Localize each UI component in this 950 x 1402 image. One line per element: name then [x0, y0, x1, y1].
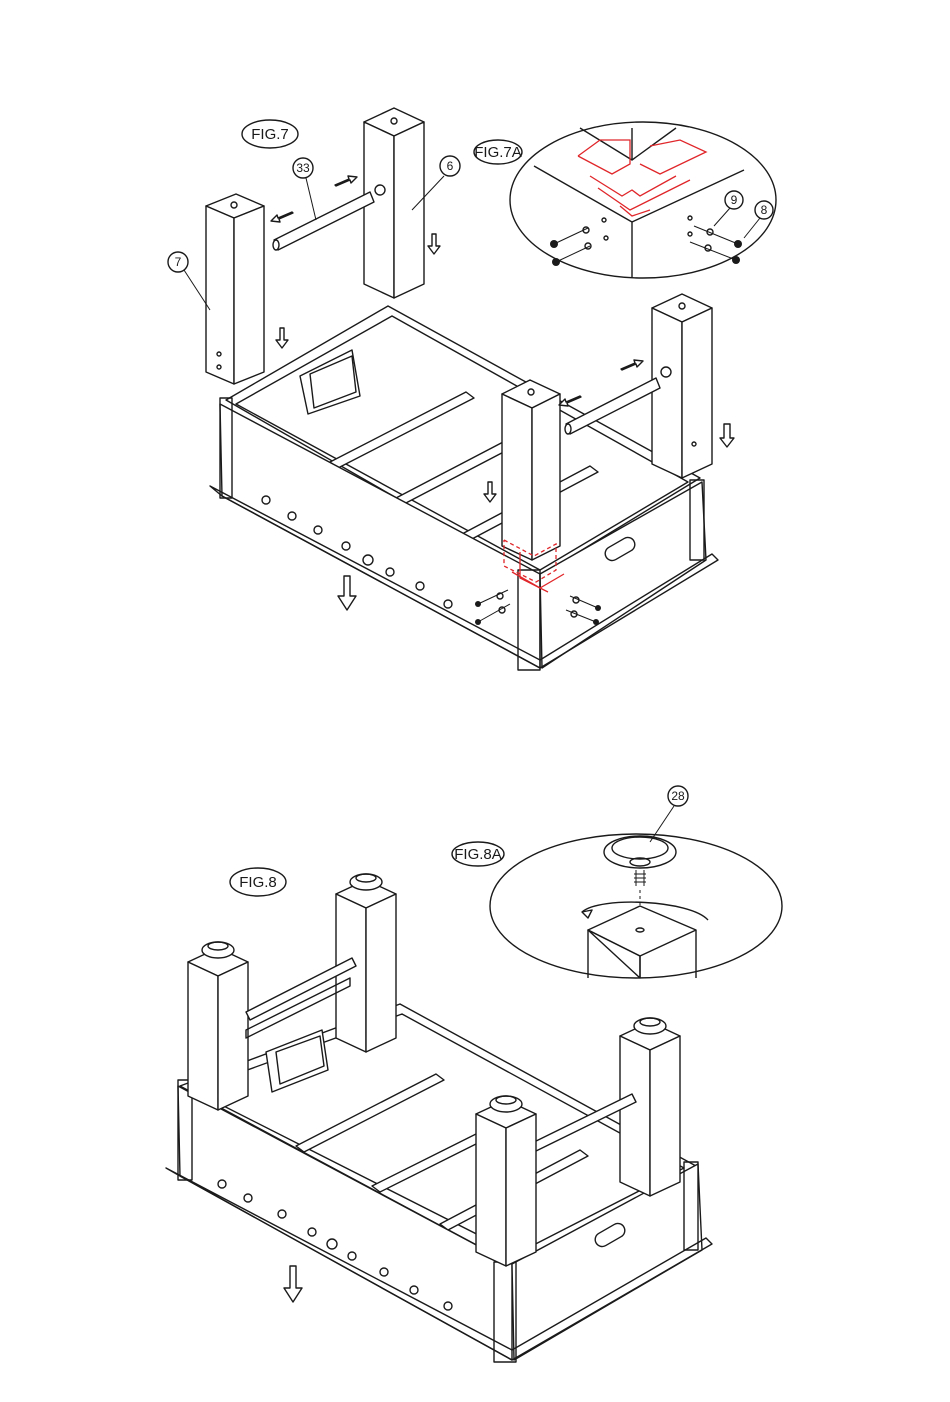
callout-33-label: 33 [296, 161, 310, 175]
callout-28-label: 28 [671, 789, 685, 803]
callout-9-label: 9 [731, 193, 738, 207]
callout-7: 7 [168, 252, 210, 310]
fig7-label: FIG.7 [251, 126, 289, 143]
callout-33: 33 [293, 158, 316, 220]
fig8a-group: FIG.8A 28 [452, 786, 782, 978]
fig8-arrow [284, 1266, 302, 1302]
callout-6-label: 6 [447, 159, 454, 173]
leg-7 [206, 194, 264, 384]
leg-right-back [652, 294, 712, 478]
leg8-right [620, 1018, 680, 1196]
fig8-label: FIG.8 [239, 874, 277, 891]
leg8-front [476, 1096, 536, 1266]
fig7a-label: FIG.7A [474, 144, 522, 161]
callout-9: 9 [714, 191, 743, 226]
fig7a-bracket-highlight [578, 140, 706, 216]
leg8-left [188, 942, 248, 1110]
fig8a-label: FIG.8A [454, 846, 502, 863]
callout-8-label: 8 [761, 203, 768, 217]
callout-8: 8 [744, 201, 773, 238]
rod-right [565, 378, 660, 434]
fig7a-group: FIG.7A 9 [474, 122, 776, 278]
fig7a-bolts [550, 216, 742, 266]
fig7a-corner-left [534, 166, 632, 278]
fig8a-leg-top [588, 906, 696, 978]
leg-front [502, 380, 560, 560]
rod-33 [273, 192, 374, 250]
callout-28: 28 [650, 786, 688, 842]
callout-7-label: 7 [175, 255, 182, 269]
fig7-group: FIG.7 [168, 108, 734, 670]
rotate-arrowhead [582, 910, 592, 918]
